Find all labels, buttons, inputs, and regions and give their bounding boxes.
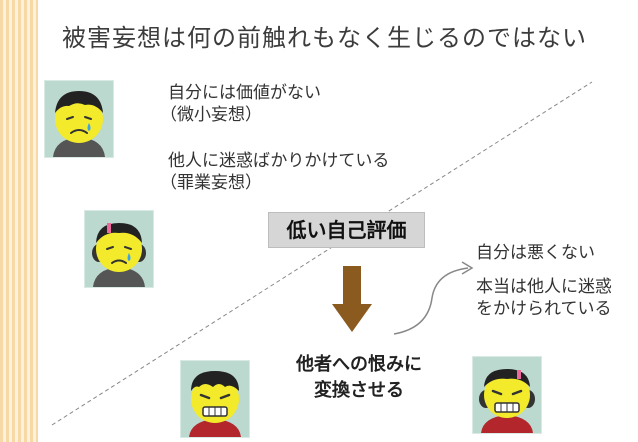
low-self-esteem-badge: 低い自己評価 bbox=[268, 212, 425, 248]
delusion-text-worthless: 自分には価値がない bbox=[168, 83, 321, 103]
others-burden-text-1: 本当は他人に迷惑 bbox=[476, 277, 612, 297]
resentment-conversion-text: 他者への恨みに 変換させる bbox=[282, 352, 436, 404]
decorative-stripe bbox=[0, 0, 38, 442]
not-my-fault-text: 自分は悪くない bbox=[476, 243, 595, 263]
down-arrow-icon bbox=[332, 266, 372, 332]
others-burden-text-2: をかけられている bbox=[476, 299, 612, 319]
sad-boy-icon bbox=[44, 80, 114, 158]
curved-arrow-icon bbox=[393, 261, 474, 335]
sad-girl-icon bbox=[84, 210, 154, 288]
delusion-text-guilt: （罪業妄想） bbox=[160, 173, 262, 193]
delusion-text-burden: 他人に迷惑ばかりかけている bbox=[168, 151, 390, 171]
delusion-text-micro: （微小妄想） bbox=[160, 105, 262, 125]
resentment-line-1: 他者への恨みに bbox=[296, 354, 422, 375]
resentment-line-2: 変換させる bbox=[314, 380, 404, 401]
angry-boy-icon bbox=[180, 360, 250, 438]
angry-girl-icon bbox=[472, 356, 542, 434]
page-title: 被害妄想は何の前触れもなく生じるのではない bbox=[62, 24, 587, 52]
